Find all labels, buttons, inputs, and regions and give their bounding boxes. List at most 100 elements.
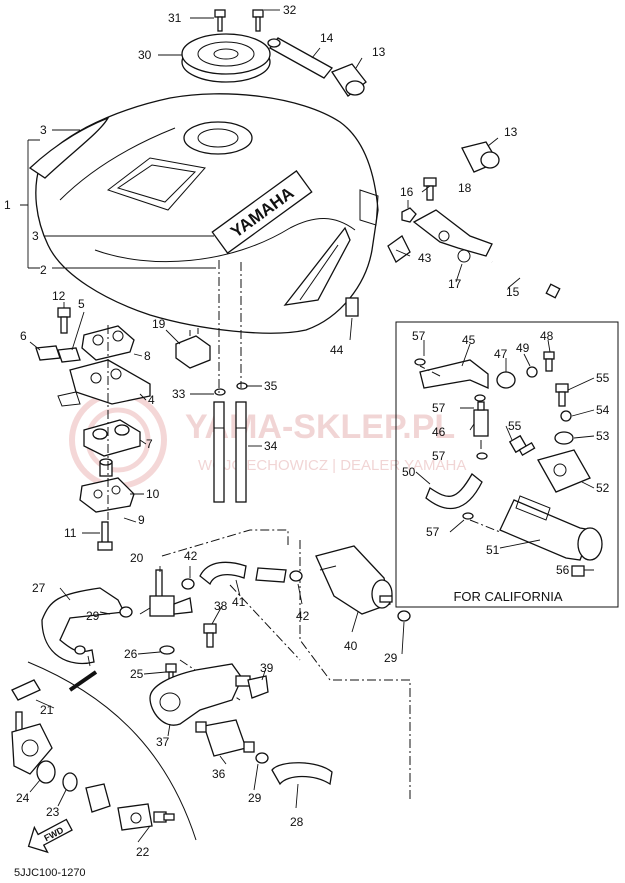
bolt-12 [57, 307, 71, 334]
callout-50: 50 [402, 465, 416, 479]
callout-22: 22 [136, 845, 150, 859]
plate-22 [117, 803, 153, 831]
callout-46: 46 [432, 425, 446, 439]
washer-54 [560, 410, 572, 422]
callout-3-lower: 3 [32, 229, 39, 243]
callout-36: 36 [212, 767, 226, 781]
callout-44: 44 [330, 343, 344, 357]
callout-5: 5 [78, 297, 85, 311]
clip-35 [236, 382, 248, 390]
callout-37: 37 [156, 735, 170, 749]
watermark-sub: WOJCIECHOWICZ | DEALER YAMAHA [198, 457, 466, 474]
damper-right [461, 141, 500, 173]
callout-33: 33 [172, 387, 186, 401]
california-label: FOR CALIFORNIA [453, 589, 562, 604]
damper-upper [331, 63, 367, 97]
plate-9 [79, 477, 135, 513]
callout-34: 34 [264, 439, 278, 453]
callout-12: 12 [52, 289, 66, 303]
callout-13-right: 13 [504, 125, 518, 139]
callout-15: 15 [506, 285, 520, 299]
bolt-55-right [555, 383, 569, 407]
callout-57-c: 57 [432, 449, 446, 463]
callout-39: 39 [260, 661, 274, 675]
callout-28: 28 [290, 815, 304, 829]
grommet-53 [554, 431, 574, 445]
callout-42-left: 42 [184, 549, 198, 563]
callout-3-upper: 3 [40, 123, 47, 137]
filter-36 [195, 719, 255, 757]
callout-10: 10 [146, 487, 160, 501]
canister-51 [499, 495, 603, 561]
fuel-cap [181, 33, 271, 83]
bracket-52 [537, 449, 591, 493]
callout-20: 20 [130, 551, 144, 565]
callout-7: 7 [146, 437, 153, 451]
figure-code: 5JJC100-1270 [14, 867, 86, 879]
california-box [395, 321, 619, 608]
callout-26: 26 [124, 647, 138, 661]
fuel-pump-40 [315, 545, 393, 615]
callout-54: 54 [596, 403, 610, 417]
screw-22 [153, 811, 175, 823]
clip-57-b [474, 394, 486, 402]
stripe-upper [28, 116, 110, 179]
bolt-32 [252, 9, 264, 32]
plate-5 [57, 347, 81, 363]
callout-42-right: 42 [296, 609, 310, 623]
nut-16 [401, 207, 417, 223]
callout-57-b: 57 [432, 401, 446, 415]
clip-57-c [476, 452, 488, 460]
watermark-main: YAMA-SKLEP.PL [185, 408, 455, 446]
callout-17: 17 [448, 277, 462, 291]
callout-27: 27 [32, 581, 46, 595]
grommet-21 [11, 679, 41, 701]
clip-29-right [397, 610, 411, 622]
drain-hoses-34 [213, 401, 247, 503]
hose-28 [271, 762, 333, 786]
clip-29-left [119, 606, 133, 618]
callout-6: 6 [20, 329, 27, 343]
variant-separator [27, 661, 197, 841]
callout-38: 38 [214, 599, 228, 613]
fuel-cock-24 [11, 711, 53, 775]
callout-41: 41 [232, 595, 246, 609]
callout-40: 40 [344, 639, 358, 653]
bolt-55-left [508, 434, 536, 456]
collar-10 [99, 458, 113, 477]
callout-2: 2 [40, 263, 47, 277]
clip-29-mid [255, 752, 269, 764]
callout-24: 24 [16, 791, 30, 805]
hose-50 [425, 473, 483, 510]
strainer [85, 783, 111, 813]
callout-29-left: 29 [86, 609, 100, 623]
clip-29-left-b [74, 645, 86, 655]
o-ring-23 [62, 772, 78, 792]
callout-51: 51 [486, 543, 500, 557]
hose-45 [419, 359, 489, 390]
hose-41 [199, 561, 287, 586]
clip-33 [214, 388, 226, 396]
callout-43: 43 [418, 251, 432, 265]
screw-38 [203, 623, 217, 648]
callout-8: 8 [144, 349, 151, 363]
breather-hose [267, 37, 333, 79]
gasket-24 [36, 760, 56, 784]
callout-55-left: 55 [508, 419, 522, 433]
callout-57-d: 57 [426, 525, 440, 539]
cap-56 [571, 565, 585, 577]
clip-47 [496, 371, 516, 389]
clip-57-d [462, 512, 474, 520]
leader-lines [20, 9, 595, 843]
callout-1: 1 [4, 198, 11, 212]
pad-43 [387, 235, 411, 263]
washer-26 [159, 645, 175, 655]
spacer-6 [35, 345, 61, 361]
bracket-17 [412, 209, 493, 263]
callout-31: 31 [168, 11, 182, 25]
callout-56: 56 [556, 563, 570, 577]
callout-35: 35 [264, 379, 278, 393]
callout-23: 23 [46, 805, 60, 819]
bracket-37 [149, 663, 251, 726]
